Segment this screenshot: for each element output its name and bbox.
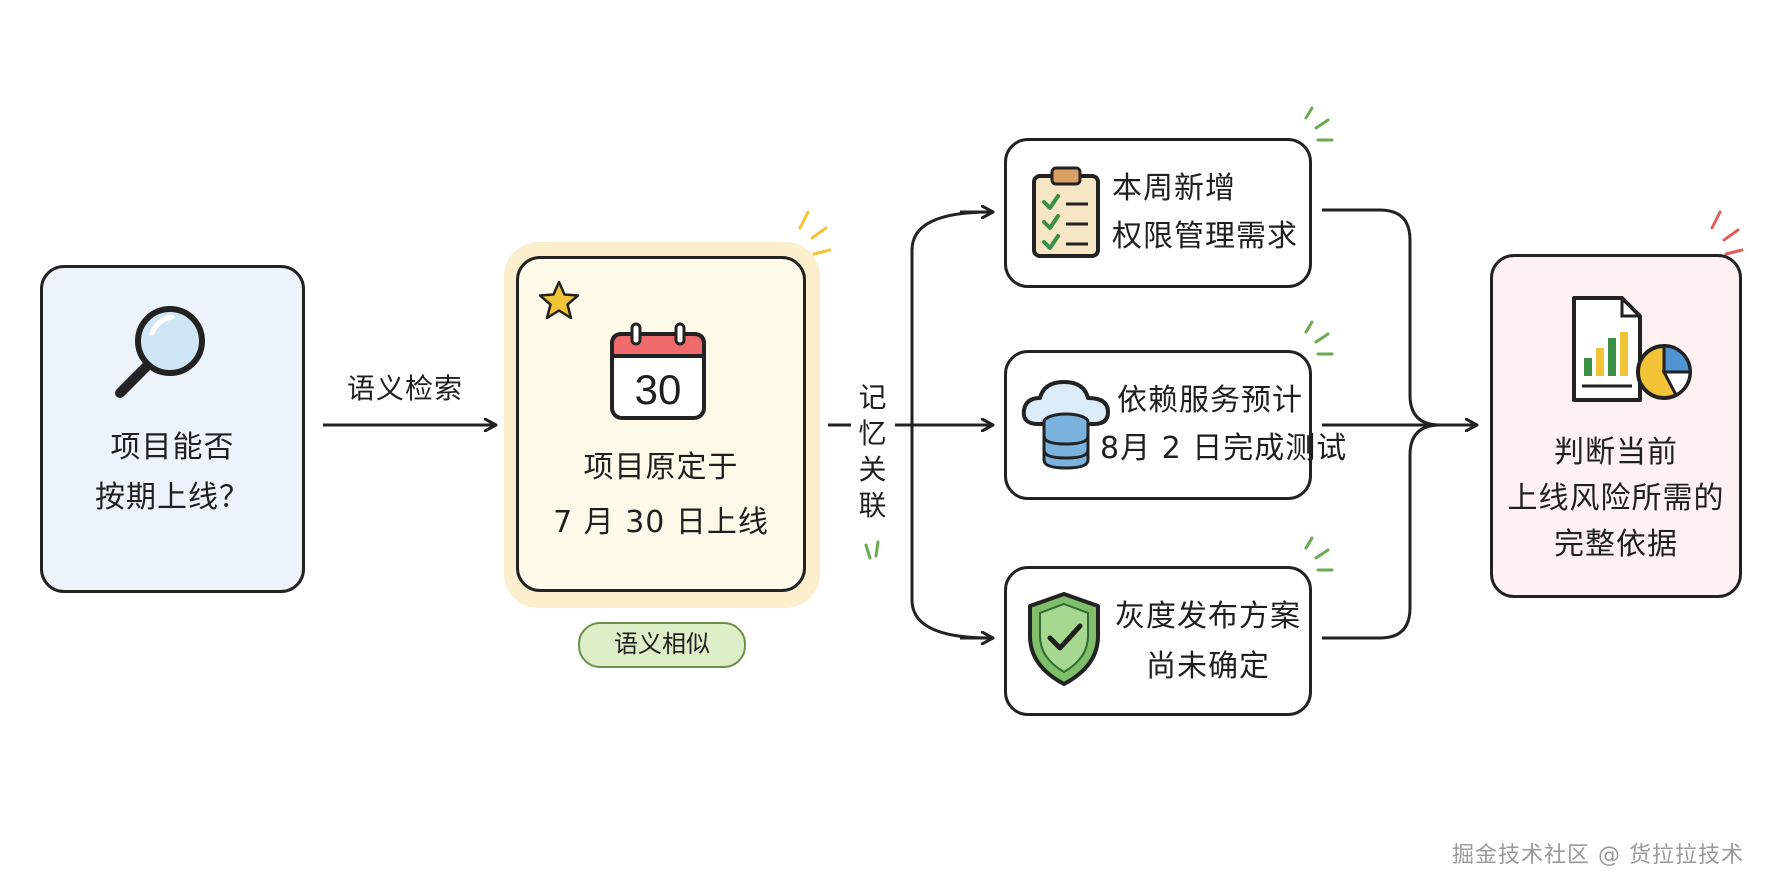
calendar-day: 30 (635, 366, 682, 413)
query-text-line-1: 项目能否 (110, 430, 235, 465)
merge-from-fact-1 (1322, 208, 1441, 427)
sparkle-fact-1 (1304, 106, 1334, 142)
sparkle-fact-3 (1304, 536, 1334, 572)
query-box (40, 265, 305, 593)
result-line-1: 判断当前 (1554, 435, 1678, 470)
sparkle-fact-2 (1304, 320, 1334, 356)
edge-label-memory-link-2: 忆 (858, 417, 888, 450)
memory-text-line-1: 项目原定于 (583, 450, 739, 485)
fact-1-line-2: 权限管理需求 (1112, 219, 1298, 254)
magnifier-icon (115, 306, 205, 398)
fact-3-line-1: 灰度发布方案 (1115, 599, 1301, 634)
sparkle-link (864, 540, 880, 560)
merge-from-fact-3 (1322, 423, 1441, 640)
fact-2-line-1: 依赖服务预计 (1117, 383, 1303, 418)
query-text-line-2: 按期上线？ (95, 480, 250, 515)
memory-text-line-2: 7 月 30 日上线 (553, 505, 769, 540)
edge-label-memory-link-4: 联 (858, 489, 888, 522)
fact-box-3 (1004, 566, 1312, 716)
semantic-similar-badge: 语义相似 (578, 622, 746, 668)
shield-check-icon (1028, 592, 1100, 686)
clipboard-checklist-icon (1032, 166, 1100, 258)
calendar-icon: 30 (610, 322, 706, 420)
edge-label-memory-link-3: 关 (858, 453, 888, 486)
fact-2-line-2: 8月 2 日完成测试 (1100, 431, 1348, 466)
result-line-2: 上线风险所需的 (1507, 481, 1725, 516)
sparkle-result (1710, 210, 1744, 256)
watermark: 掘金技术社区 @ 货拉拉技术 (1452, 843, 1744, 868)
cloud-database-icon (1021, 380, 1110, 470)
edge-label-semantic-search: 语义检索 (346, 372, 463, 405)
star-icon (538, 280, 580, 320)
fact-3-line-2: 尚未确定 (1146, 649, 1270, 684)
result-line-3: 完整依据 (1554, 527, 1678, 562)
fact-1-line-1: 本周新增 (1112, 171, 1236, 206)
report-chart-icon (1572, 296, 1692, 402)
sparkle-memory (798, 210, 832, 256)
edge-label-memory-link-1: 记 (858, 381, 888, 414)
